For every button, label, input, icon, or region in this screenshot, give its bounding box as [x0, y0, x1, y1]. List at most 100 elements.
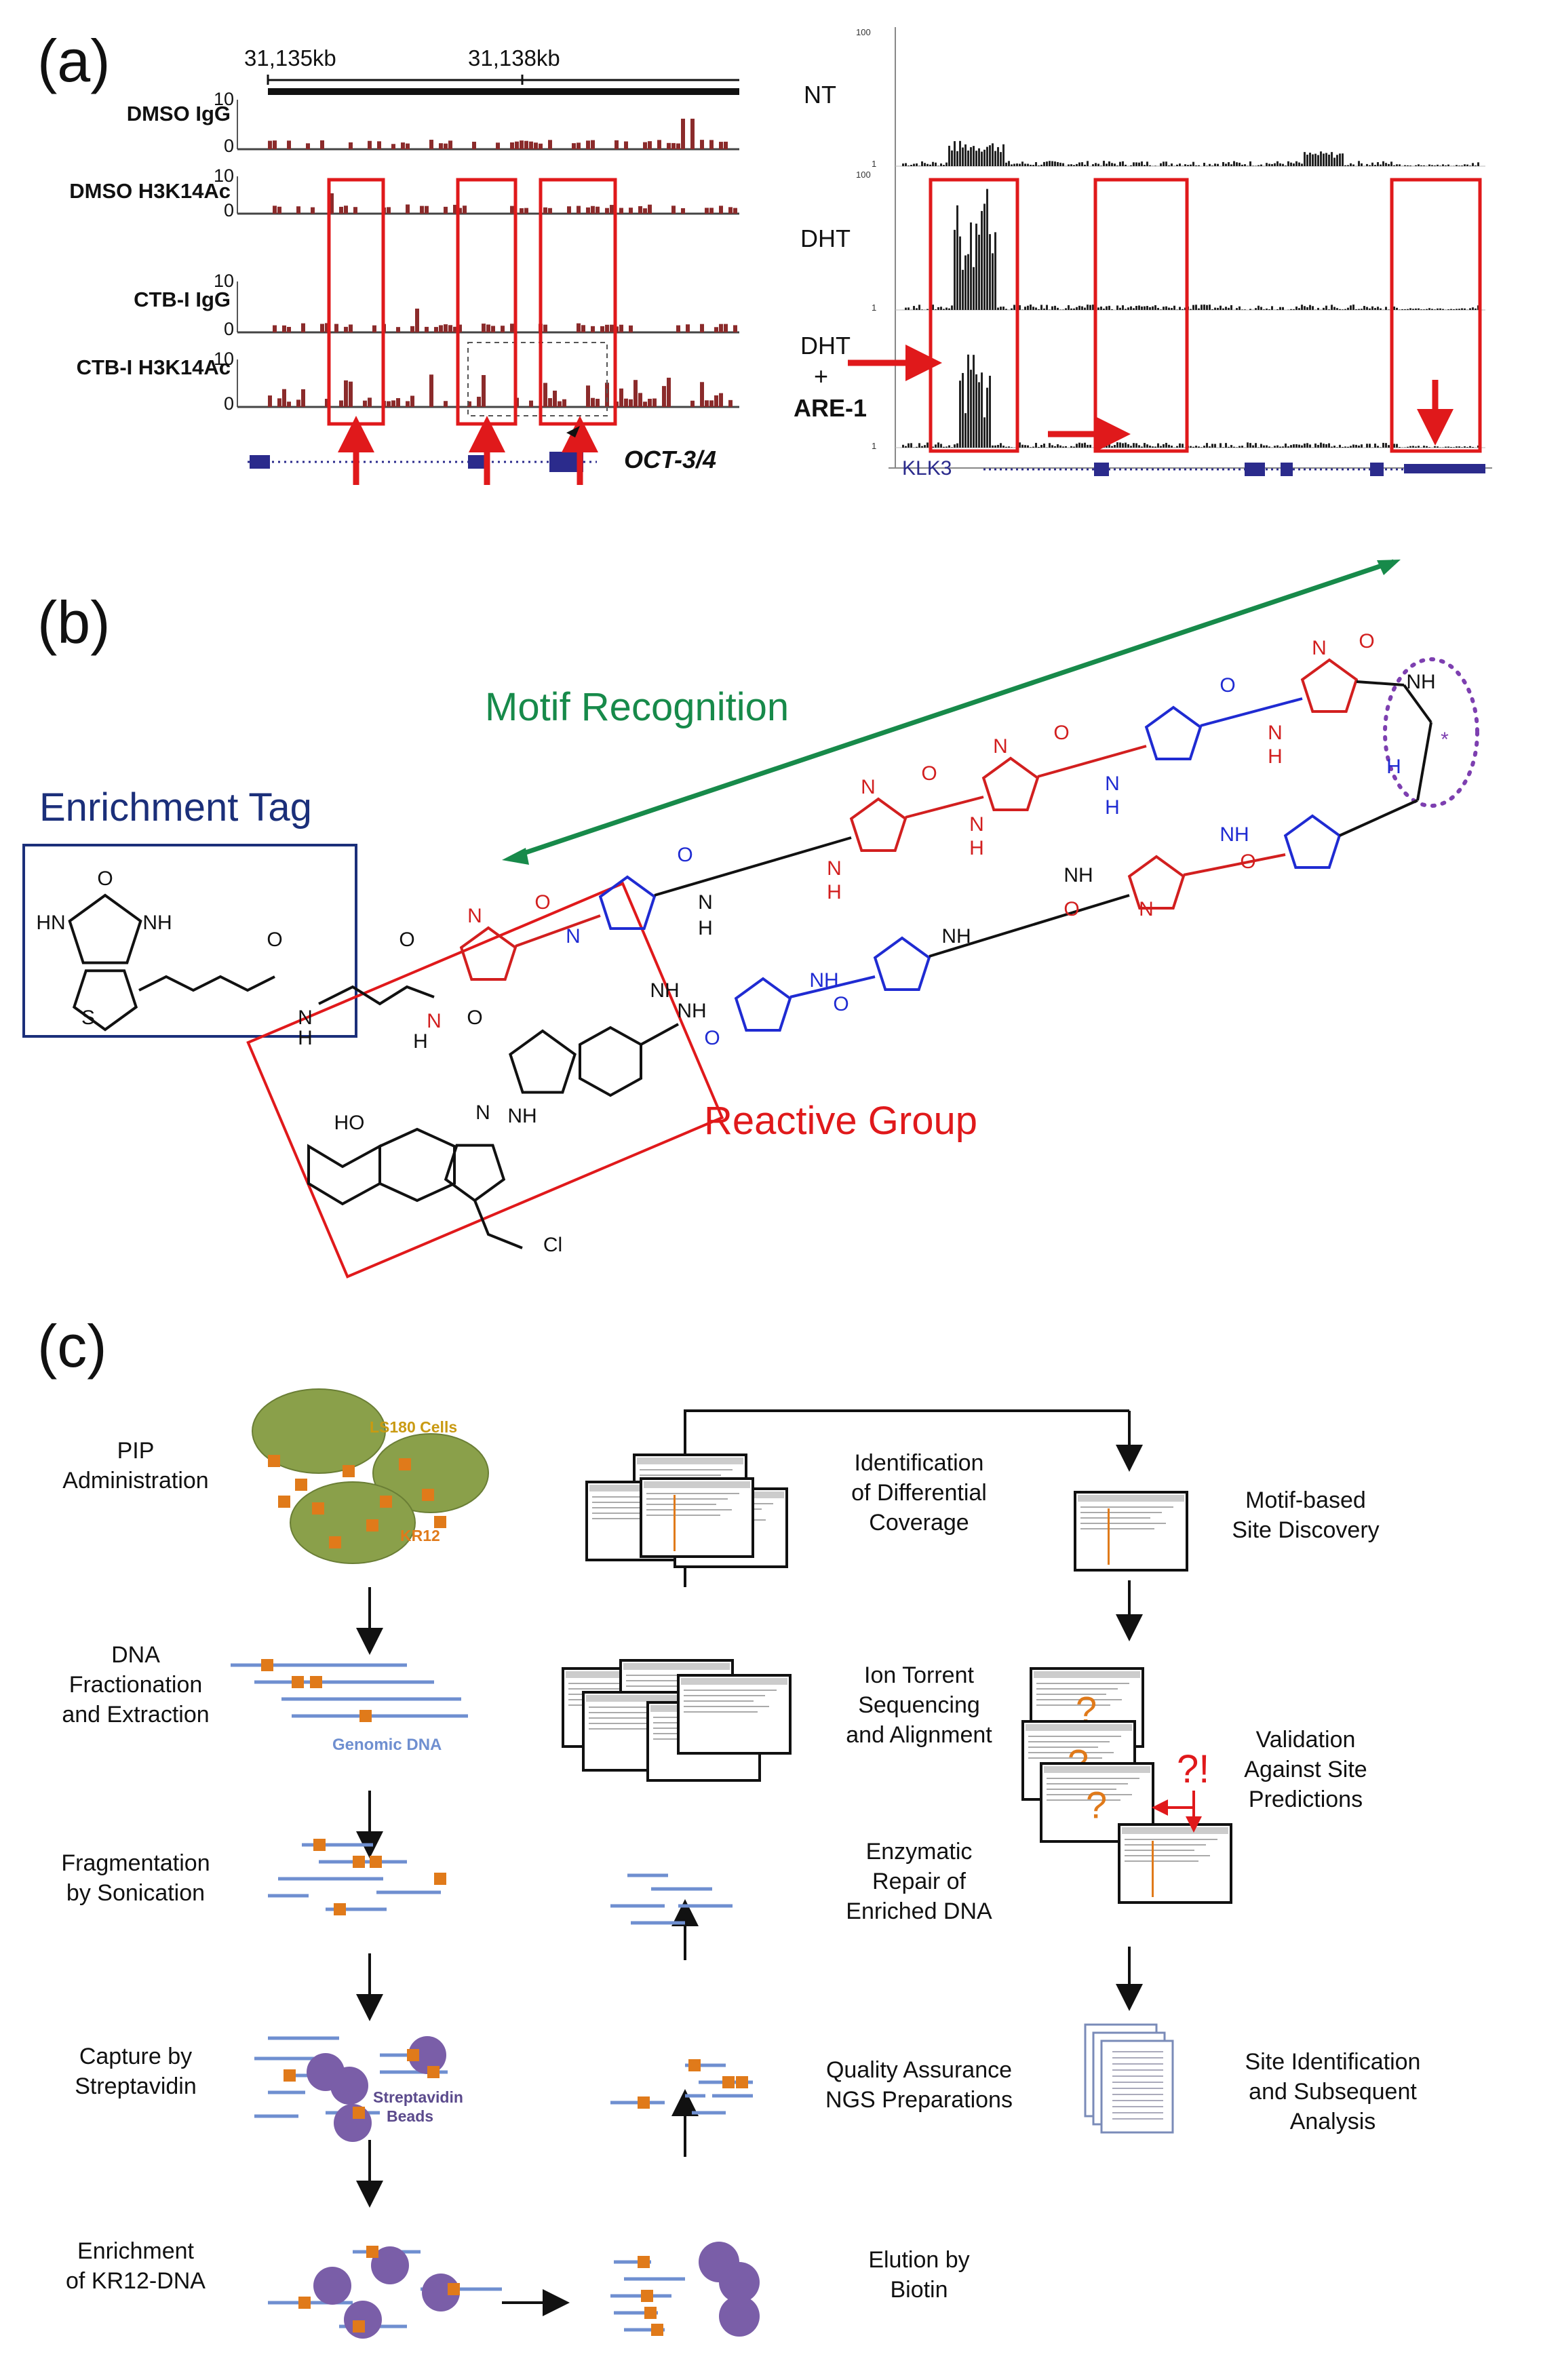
amide-n: N: [698, 891, 713, 914]
signal-bar: [918, 165, 920, 166]
signal-bar: [1154, 305, 1156, 310]
coverage-bar: [339, 206, 343, 214]
signal-bar: [1125, 309, 1127, 310]
signal-bar: [1176, 164, 1178, 166]
signal-bar: [943, 446, 945, 448]
naphthalene-ring: [378, 1127, 456, 1203]
signal-bar: [1209, 446, 1211, 448]
signal-bar: [948, 145, 950, 166]
pip-molecule: [278, 1496, 290, 1508]
carbonyl-o: O: [677, 844, 693, 866]
signal-bar: [1314, 443, 1316, 448]
signal-bar: [1141, 161, 1143, 166]
signal-bar: [1350, 163, 1352, 166]
signal-bar: [1374, 444, 1376, 448]
panel-b-label: (b): [37, 589, 111, 656]
signal-bar: [1081, 306, 1083, 310]
signal-bar: [973, 355, 975, 448]
n-label: N: [993, 735, 1008, 758]
signal-bar: [1182, 444, 1184, 448]
signal-bar: [1122, 161, 1124, 166]
signal-bar: [973, 146, 975, 166]
indole-benzene: [579, 1026, 642, 1097]
signal-bar: [1035, 162, 1037, 166]
turn-star: *: [1441, 728, 1449, 751]
signal-bar: [1165, 161, 1167, 166]
signal-bar: [1144, 165, 1146, 166]
signal-bar: [1065, 308, 1067, 310]
signal-bar: [1336, 447, 1338, 448]
n-label: N: [1139, 898, 1154, 920]
signal-bar: [1032, 165, 1034, 166]
bound-pip: [448, 2283, 460, 2295]
signal-bar: [1138, 162, 1140, 166]
signal-bar: [1304, 443, 1306, 448]
coverage-bar: [410, 395, 414, 407]
signal-bar: [908, 443, 910, 448]
coverage-bar: [719, 142, 723, 149]
signal-bar: [1396, 444, 1398, 448]
signal-bar: [1447, 446, 1449, 448]
workflow-step-label: Streptavidin: [75, 2073, 197, 2099]
biotin-hn: HN: [36, 912, 65, 934]
window-titlebar: [586, 1695, 693, 1702]
coverage-bar: [368, 397, 372, 407]
signal-bar: [1420, 309, 1422, 310]
bound-pip: [310, 1676, 322, 1688]
signal-bar: [924, 163, 926, 166]
workflow-step-label: NGS Preparations: [825, 2087, 1013, 2113]
signal-bar: [1203, 163, 1205, 166]
coverage-bar: [591, 397, 595, 407]
coverage-bar: [520, 208, 524, 214]
coverage-bar: [638, 206, 642, 214]
signal-bar: [1298, 444, 1300, 448]
coverage-bar: [472, 141, 476, 149]
signal-bar: [1116, 305, 1118, 310]
coverage-bar: [344, 326, 348, 332]
signal-bar: [1282, 446, 1284, 448]
signal-bar: [1059, 162, 1061, 166]
signal-bar: [1415, 308, 1417, 310]
signal-bar: [1157, 443, 1159, 448]
workflow-step-label: Identification: [855, 1450, 984, 1476]
coverage-bar: [657, 140, 661, 149]
signal-bar: [1393, 165, 1395, 166]
signal-bar: [959, 236, 961, 310]
workflow-step-label: Against Site: [1244, 1757, 1367, 1782]
signal-bar: [1320, 151, 1322, 166]
signal-bar: [1008, 161, 1010, 166]
signal-bar: [1035, 307, 1037, 310]
coverage-bar: [463, 206, 467, 214]
signal-bar: [1447, 164, 1449, 166]
signal-bar: [1385, 307, 1387, 310]
signal-bar: [1024, 445, 1026, 448]
signal-bar: [1089, 444, 1091, 448]
signal-bar: [1225, 307, 1227, 310]
signal-bar: [1374, 165, 1376, 166]
signal-bar: [1103, 161, 1105, 166]
genomic-dna-label: Genomic DNA: [332, 1736, 442, 1754]
signal-bar: [1352, 164, 1354, 166]
signal-bar: [1206, 165, 1208, 166]
signal-bar: [1179, 307, 1181, 310]
signal-bar: [1103, 446, 1105, 448]
signal-bar: [1070, 164, 1072, 166]
signal-bar: [1268, 309, 1270, 310]
signal-bar: [1144, 306, 1146, 310]
coverage-bar: [453, 326, 457, 332]
signal-bar: [1437, 446, 1439, 448]
signal-bar: [1469, 308, 1471, 310]
signal-bar: [1152, 446, 1154, 448]
signal-bar: [1097, 443, 1099, 448]
workflow-step-label: Biotin: [890, 2277, 948, 2303]
carbonyl-o: O: [704, 1027, 720, 1049]
bound-pip: [284, 2069, 296, 2082]
workflow-step-label: of KR12-DNA: [66, 2268, 206, 2294]
signal-bar: [1241, 164, 1243, 166]
signal-bar: [1013, 163, 1015, 166]
signal-bar: [1070, 308, 1072, 310]
signal-bar: [1328, 309, 1330, 310]
signal-bar: [1087, 444, 1089, 448]
signal-bar: [1434, 446, 1436, 448]
signal-bar: [1388, 163, 1390, 166]
